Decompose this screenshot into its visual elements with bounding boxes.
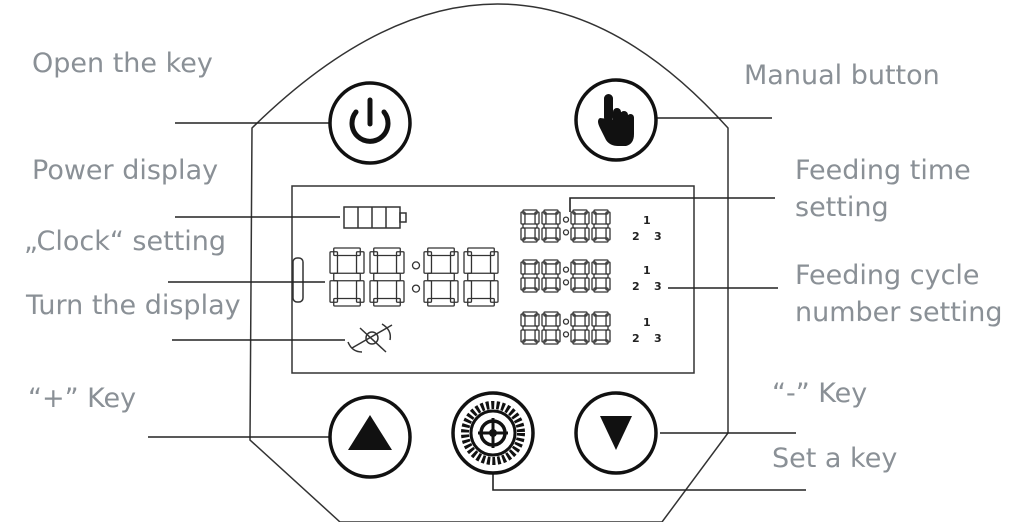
lcd-row-mark-2: 2 — [632, 280, 640, 293]
lcd-row-digit — [591, 209, 611, 243]
set-button[interactable] — [451, 391, 535, 475]
label-feeding-time-2: setting — [795, 192, 889, 223]
lcd-schedule-row: 12 3 — [520, 311, 662, 345]
gear-icon — [461, 401, 525, 465]
battery-icon — [343, 206, 407, 229]
lcd-clock-colon — [411, 261, 421, 293]
lcd-row-digit — [541, 259, 561, 293]
lcd-row-digit — [520, 209, 540, 243]
lcd-row-mark-3: 3 — [654, 332, 662, 345]
lcd-row-mark-3: 3 — [654, 230, 662, 243]
lcd-row-mark-3: 3 — [654, 280, 662, 293]
lcd-row-digit — [570, 311, 590, 345]
lcd-row-mark-1: 1 — [643, 264, 651, 277]
lcd-row-digit — [541, 311, 561, 345]
lcd-row-colon — [562, 318, 570, 338]
label-clock-setting: „Clock“ setting — [24, 226, 227, 257]
lcd-clock-digits — [329, 247, 499, 307]
lcd-row-digit — [591, 259, 611, 293]
lcd-clock-digit — [463, 247, 499, 307]
leader-lines — [148, 117, 806, 491]
lcd-row-digit — [570, 259, 590, 293]
lcd-clock-digit — [369, 247, 405, 307]
lcd-row-colon — [562, 216, 570, 236]
rotate-icon — [347, 323, 393, 353]
triangle-down-icon — [600, 416, 632, 450]
manual-button[interactable] — [574, 78, 658, 162]
lcd-row-digit — [570, 209, 590, 243]
label-plus-key: “+” Key — [28, 383, 137, 414]
lcd-row-mark-2: 2 — [632, 332, 640, 345]
label-feeding-time-1: Feeding time — [795, 155, 971, 186]
lcd-row-mark-1: 1 — [643, 316, 651, 329]
label-manual-button: Manual button — [744, 60, 940, 91]
lcd-schedule-row: 12 3 — [520, 259, 662, 293]
device-body — [249, 3, 729, 522]
leader-feeding-time — [569, 197, 775, 212]
lcd-screen — [291, 185, 695, 374]
label-feeding-cycle-1: Feeding cycle — [795, 260, 980, 291]
power-button[interactable] — [328, 81, 412, 165]
power-icon — [349, 97, 391, 144]
lcd-row-digit — [520, 311, 540, 345]
lcd-row-mark-1: 1 — [643, 214, 651, 227]
lcd-row-digit — [591, 311, 611, 345]
minus-button[interactable] — [574, 391, 658, 475]
label-set-key: Set a key — [772, 443, 898, 474]
label-feeding-cycle-2: number setting — [795, 297, 1003, 328]
plus-button[interactable] — [328, 395, 412, 479]
lcd-row-mark-2: 2 — [632, 230, 640, 243]
label-turn-display: Turn the display — [26, 290, 241, 321]
label-minus-key: “-” Key — [772, 378, 868, 409]
label-power-display: Power display — [32, 155, 219, 186]
lcd-schedule-row: 12 3 — [520, 209, 662, 243]
lcd-clock-digit — [329, 247, 365, 307]
lcd-clock-digit — [423, 247, 459, 307]
triangle-up-icon — [348, 415, 392, 450]
leader-set-key — [492, 472, 806, 491]
lcd-row-digit — [541, 209, 561, 243]
lcd-row-digit — [520, 259, 540, 293]
label-open-key: Open the key — [32, 48, 213, 79]
lcd-tab — [292, 257, 304, 303]
lcd-row-colon — [562, 266, 570, 286]
hand-pointer-icon — [598, 94, 634, 146]
